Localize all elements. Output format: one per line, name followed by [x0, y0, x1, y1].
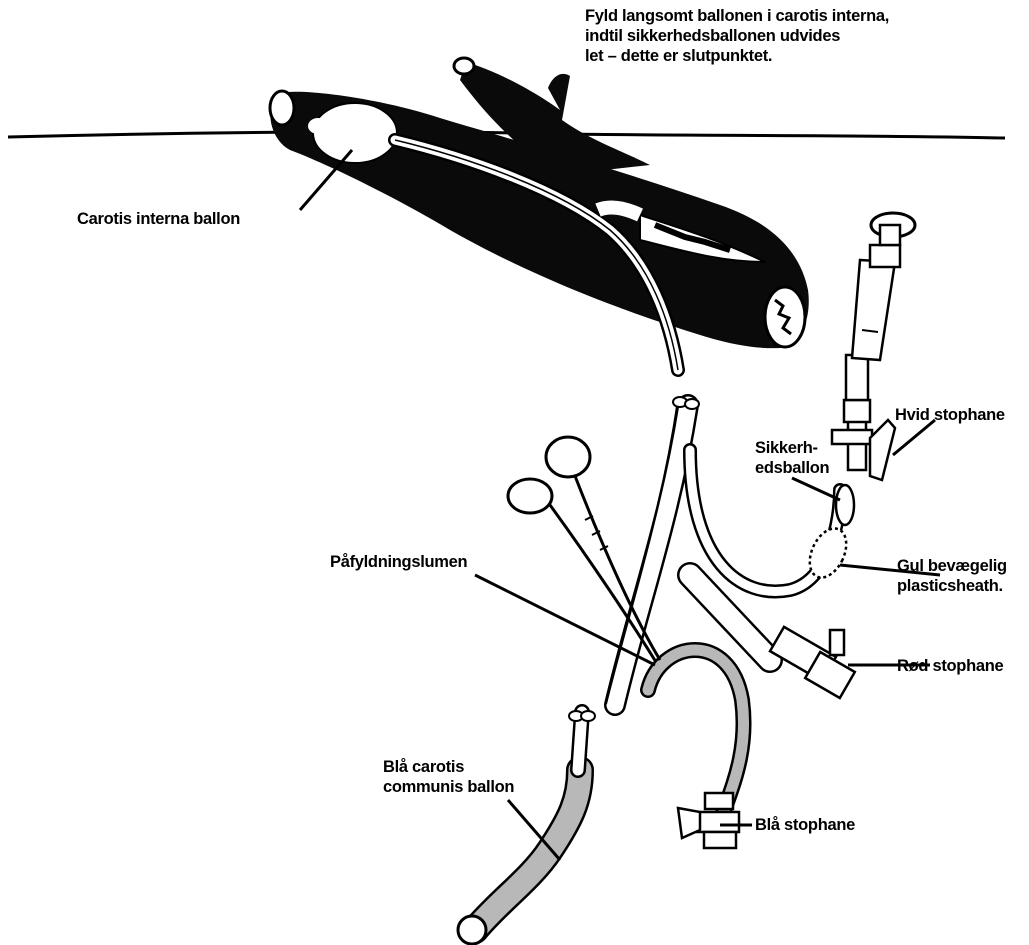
leader-sikkerhedsballon [792, 478, 840, 500]
vessel-end-left [270, 91, 294, 125]
label-sikkerhedsballon: Sikkerh- edsballon [755, 438, 829, 478]
blue-stopcock [678, 793, 739, 848]
carotis-communis-balloon [458, 711, 595, 944]
instruction-text: Fyld langsomt ballonen i carotis interna… [585, 6, 889, 66]
carotis-interna-balloon [313, 103, 397, 163]
label-bla-stophane: Blå stophane [755, 815, 855, 835]
safety-balloon [836, 485, 854, 525]
leader-hvid-stophane [893, 420, 935, 455]
vessel-branch-end [454, 58, 474, 74]
label-pafyldningslumen: Påfyldningslumen [330, 552, 467, 572]
label-bla-carotis-communis-ballon: Blå carotis communis ballon [383, 757, 514, 797]
carotid-artery [270, 58, 809, 370]
label-gul-plasticsheath: Gul bevægelig plasticsheath. [897, 556, 1007, 596]
label-carotis-interna-ballon: Carotis interna ballon [77, 209, 240, 229]
label-hvid-stophane: Hvid stophane [895, 405, 1005, 425]
label-rod-stophane: Rød stophane [897, 656, 1003, 676]
